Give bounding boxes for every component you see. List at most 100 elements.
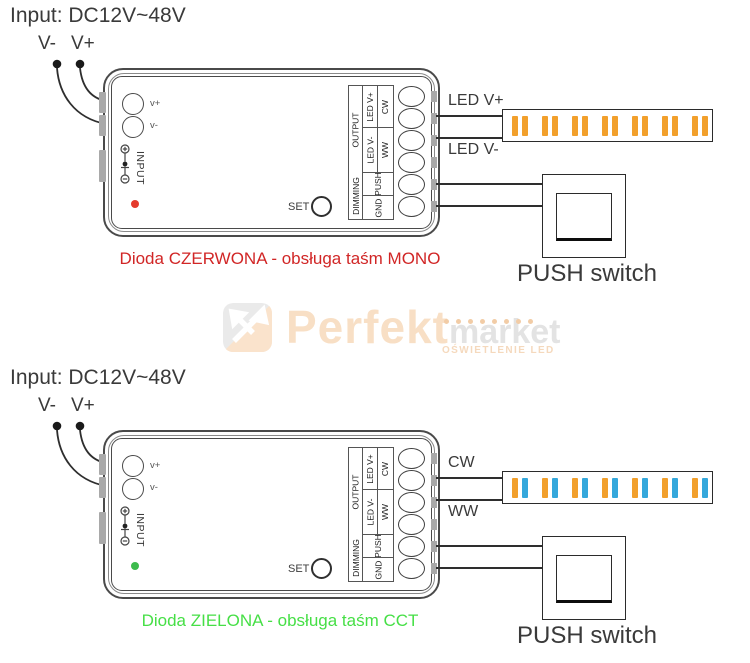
wire-notch [431,200,437,212]
vplus-terminal [122,455,144,477]
wire-notch [431,562,437,574]
input-voltage-label: Input: DC12V~48V [10,366,186,389]
pin-cell: PUSH [363,535,393,558]
pin-cell: LED V- [363,128,378,173]
pin-cell: LED V+ [363,448,378,490]
push-switch-button [556,555,612,603]
pin-cell: CW [378,448,393,490]
push-switch-label: PUSH switch [516,260,658,287]
brand-logo-icon [223,303,272,352]
pin-cell: WW [378,128,393,173]
vminus-terminal-label: v- [150,120,158,131]
status-led-indicator [131,562,139,570]
wire-notch [431,518,437,530]
wire-notch [431,452,437,464]
set-button [311,196,332,217]
set-button [311,558,332,579]
screw-terminal [398,195,425,217]
diagram-cct: Input: DC12V~48V V- V+ v+ v- INPUT SET O… [0,362,750,662]
pin-cell: PUSH [363,173,393,196]
push-switch-label: PUSH switch [516,622,658,649]
vminus-terminal-label: v- [150,482,158,493]
case-inner-line [108,435,435,594]
input-port-label: INPUT [134,151,146,185]
push-switch-button [556,193,612,241]
vplus-slot [99,92,106,113]
push-wire-1 [436,545,543,547]
vminus-terminal [122,477,144,500]
brand-subtitle: OŚWIETLENIE LED [442,345,555,356]
dc-polarity-icon [120,506,130,546]
pin-cell: LED V+ [363,86,378,128]
led-strip-mono [502,109,713,142]
pin-cell: CW [378,86,393,128]
screw-terminal [398,151,425,173]
wire-notch [431,474,437,486]
output-wire-bottom-label: WW [448,503,479,520]
push-wire-2 [436,205,543,207]
screw-terminal [398,447,425,469]
push-switch [542,536,626,620]
screw-terminal [398,173,425,195]
pin-cell: GND [372,198,383,217]
screw-terminal [398,469,425,491]
screw-terminal [398,535,425,557]
brand-secondary: market [448,313,561,351]
brand-dots [444,319,533,324]
dc-jack-slot [99,512,106,544]
diagram-mono: Input: DC12V~48V V- V+ v+ v- INPUT SET O… [0,0,750,300]
strip-wire-cw [436,477,503,479]
vplus-terminal-label: v+ [150,460,161,471]
strip-wire-positive [436,115,503,117]
vminus-slot [99,115,106,136]
wire-notch [431,112,437,124]
pin-cell: GND [372,560,383,579]
screw-terminal [398,85,425,107]
vplus-slot [99,454,106,475]
case-inner-line [108,73,435,232]
wire-notch [431,540,437,552]
strip-wire-negative [436,137,503,139]
output-wire-bottom-label: LED V- [448,141,499,158]
led-strip-cct [502,471,713,504]
vminus-slot [99,477,106,498]
dc-jack-slot [99,150,106,182]
screw-terminal [398,491,425,513]
v-minus-label: V- [38,395,56,416]
strip-wire-ww [436,499,503,501]
wire-notch [431,134,437,146]
v-plus-label: V+ [71,33,95,54]
pin-cell: LED V- [363,490,378,535]
status-led-indicator [131,200,139,208]
pin-cell: WW [378,490,393,535]
terminal-table: OUTPUT LED V+ CW LED V- WW DIMMING PUSH … [348,447,394,582]
input-port-label: INPUT [134,513,146,547]
vminus-terminal [122,115,144,138]
push-wire-2 [436,567,543,569]
v-minus-label: V- [38,33,56,54]
vplus-terminal-label: v+ [150,98,161,109]
caption-mono: Dioda CZERWONA - obsługa taśm MONO [119,249,441,268]
wire-notch [431,496,437,508]
wire-notch [431,90,437,102]
screw-terminal [398,513,425,535]
brand-name: Perfektmarket [286,300,560,354]
dimming-group-cell: DIMMING [349,535,363,581]
wire-notch [431,178,437,190]
screw-terminal [398,107,425,129]
caption-cct: Dioda ZIELONA - obsługa taśm CCT [141,611,419,630]
input-voltage-label: Input: DC12V~48V [10,4,186,27]
vplus-terminal [122,93,144,115]
set-button-label: SET [288,563,310,575]
set-button-label: SET [288,201,310,213]
brand-primary: Perfekt [286,301,449,353]
terminal-table: OUTPUT LED V+ CW LED V- WW DIMMING PUSH … [348,85,394,220]
dc-polarity-icon [120,144,130,184]
output-wire-top-label: CW [448,454,475,471]
dimming-group-cell: DIMMING [349,173,363,219]
v-plus-label: V+ [71,395,95,416]
screw-terminal [398,557,425,579]
push-switch [542,174,626,258]
screw-terminal [398,129,425,151]
output-group-cell: OUTPUT [349,86,363,173]
